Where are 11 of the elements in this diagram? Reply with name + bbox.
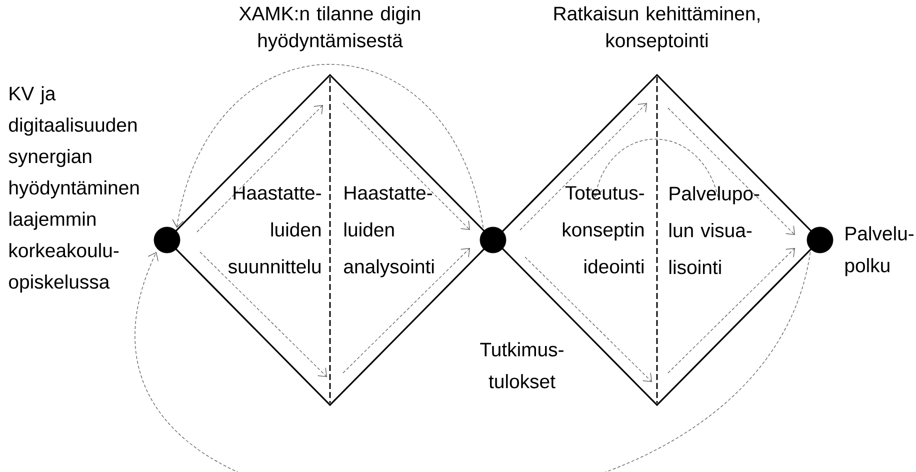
stage-heading: Ratkaisun kehittäminen, konseptointi [554, 6, 760, 52]
node-caption: KV ja digitaalisuuden synergian hyödyntäminen laajemmin korkeakoulu- opiskelussa [8, 86, 139, 293]
phase-label: Palvelupo- lun visua- lisointi [670, 186, 760, 274]
feedback-arrow [172, 64, 484, 228]
node-caption: Palvelu- polku [845, 226, 914, 276]
node-dot [480, 226, 506, 254]
feedback-arrow [134, 252, 811, 472]
phase-label: Haastatte- luiden analysointi [344, 186, 434, 278]
stage-heading: XAMK:n tilanne digin hyödyntämisestä [239, 6, 420, 52]
result-label: Tutkimus- tulokset [480, 342, 564, 388]
phase-label: Haastatte- luiden suunnittelu [228, 186, 321, 274]
